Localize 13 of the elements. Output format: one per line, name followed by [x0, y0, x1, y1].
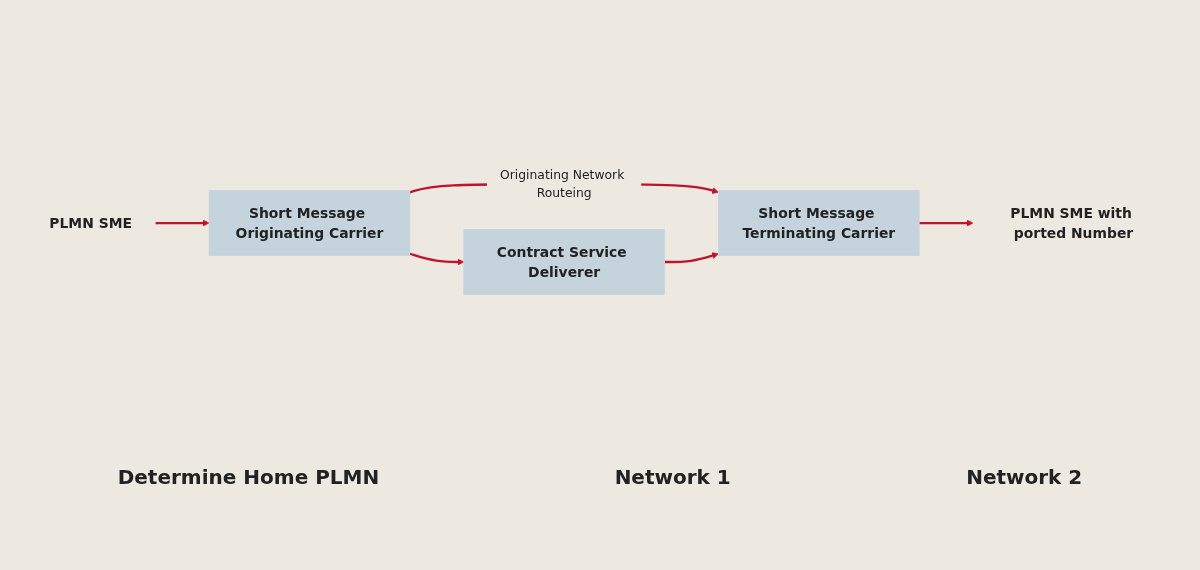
node-box: Short Message Terminating Carrier: [718, 190, 920, 256]
node-text: PLMN SME: [49, 214, 132, 232]
arrow: [155, 219, 210, 227]
note-text: Network 1: [614, 465, 731, 489]
note-text: Network 2: [966, 465, 1083, 489]
node-box: Short Message Originating Carrier: [208, 190, 411, 256]
arrow: [409, 252, 465, 266]
arrow: [919, 219, 974, 227]
edge-label: Originating Network Routeing: [500, 167, 625, 201]
node-box: Contract Service Deliverer: [463, 229, 665, 295]
arrow: [664, 252, 719, 264]
node-text: PLMN SME with ported Number: [1010, 204, 1134, 242]
note-text: Determine Home PLMN: [117, 465, 380, 489]
